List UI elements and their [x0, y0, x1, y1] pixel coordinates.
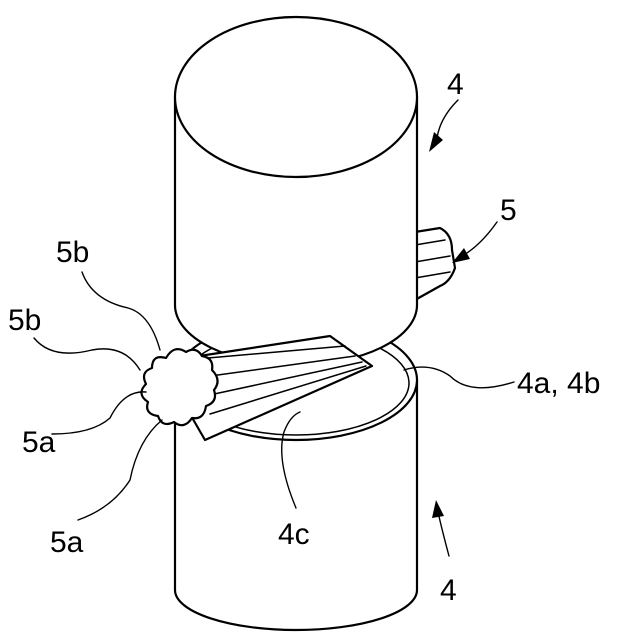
upper-roller — [175, 17, 417, 365]
leader-end-face — [404, 367, 514, 388]
arrow-roller-lower — [432, 500, 444, 518]
leader-electrode — [462, 222, 497, 256]
label-groove-lower: 5b — [8, 304, 41, 337]
leader-groove-lower — [34, 338, 140, 370]
electrode-rod-back — [415, 228, 455, 300]
leader-roller-lower — [438, 512, 449, 556]
label-ridge-upper: 5a — [22, 426, 56, 459]
label-ridge-lower: 5a — [50, 526, 84, 559]
label-roller-upper: 4 — [447, 68, 464, 101]
label-groove-upper: 5b — [56, 236, 89, 269]
upper-roller-top-face — [175, 17, 417, 177]
electrode-rod-back-body — [415, 228, 455, 300]
arrow-roller-upper — [429, 132, 443, 152]
label-roller-lower: 4 — [440, 574, 457, 607]
label-end-face: 4a, 4b — [517, 367, 600, 400]
leader-roller-upper — [437, 100, 458, 138]
leader-ridge-upper — [52, 392, 146, 434]
arrow-electrode — [452, 248, 470, 263]
leader-ridge-lower — [78, 420, 162, 520]
label-electrode: 5 — [500, 194, 517, 227]
leader-groove-upper — [82, 272, 160, 350]
label-center: 4c — [278, 518, 310, 551]
